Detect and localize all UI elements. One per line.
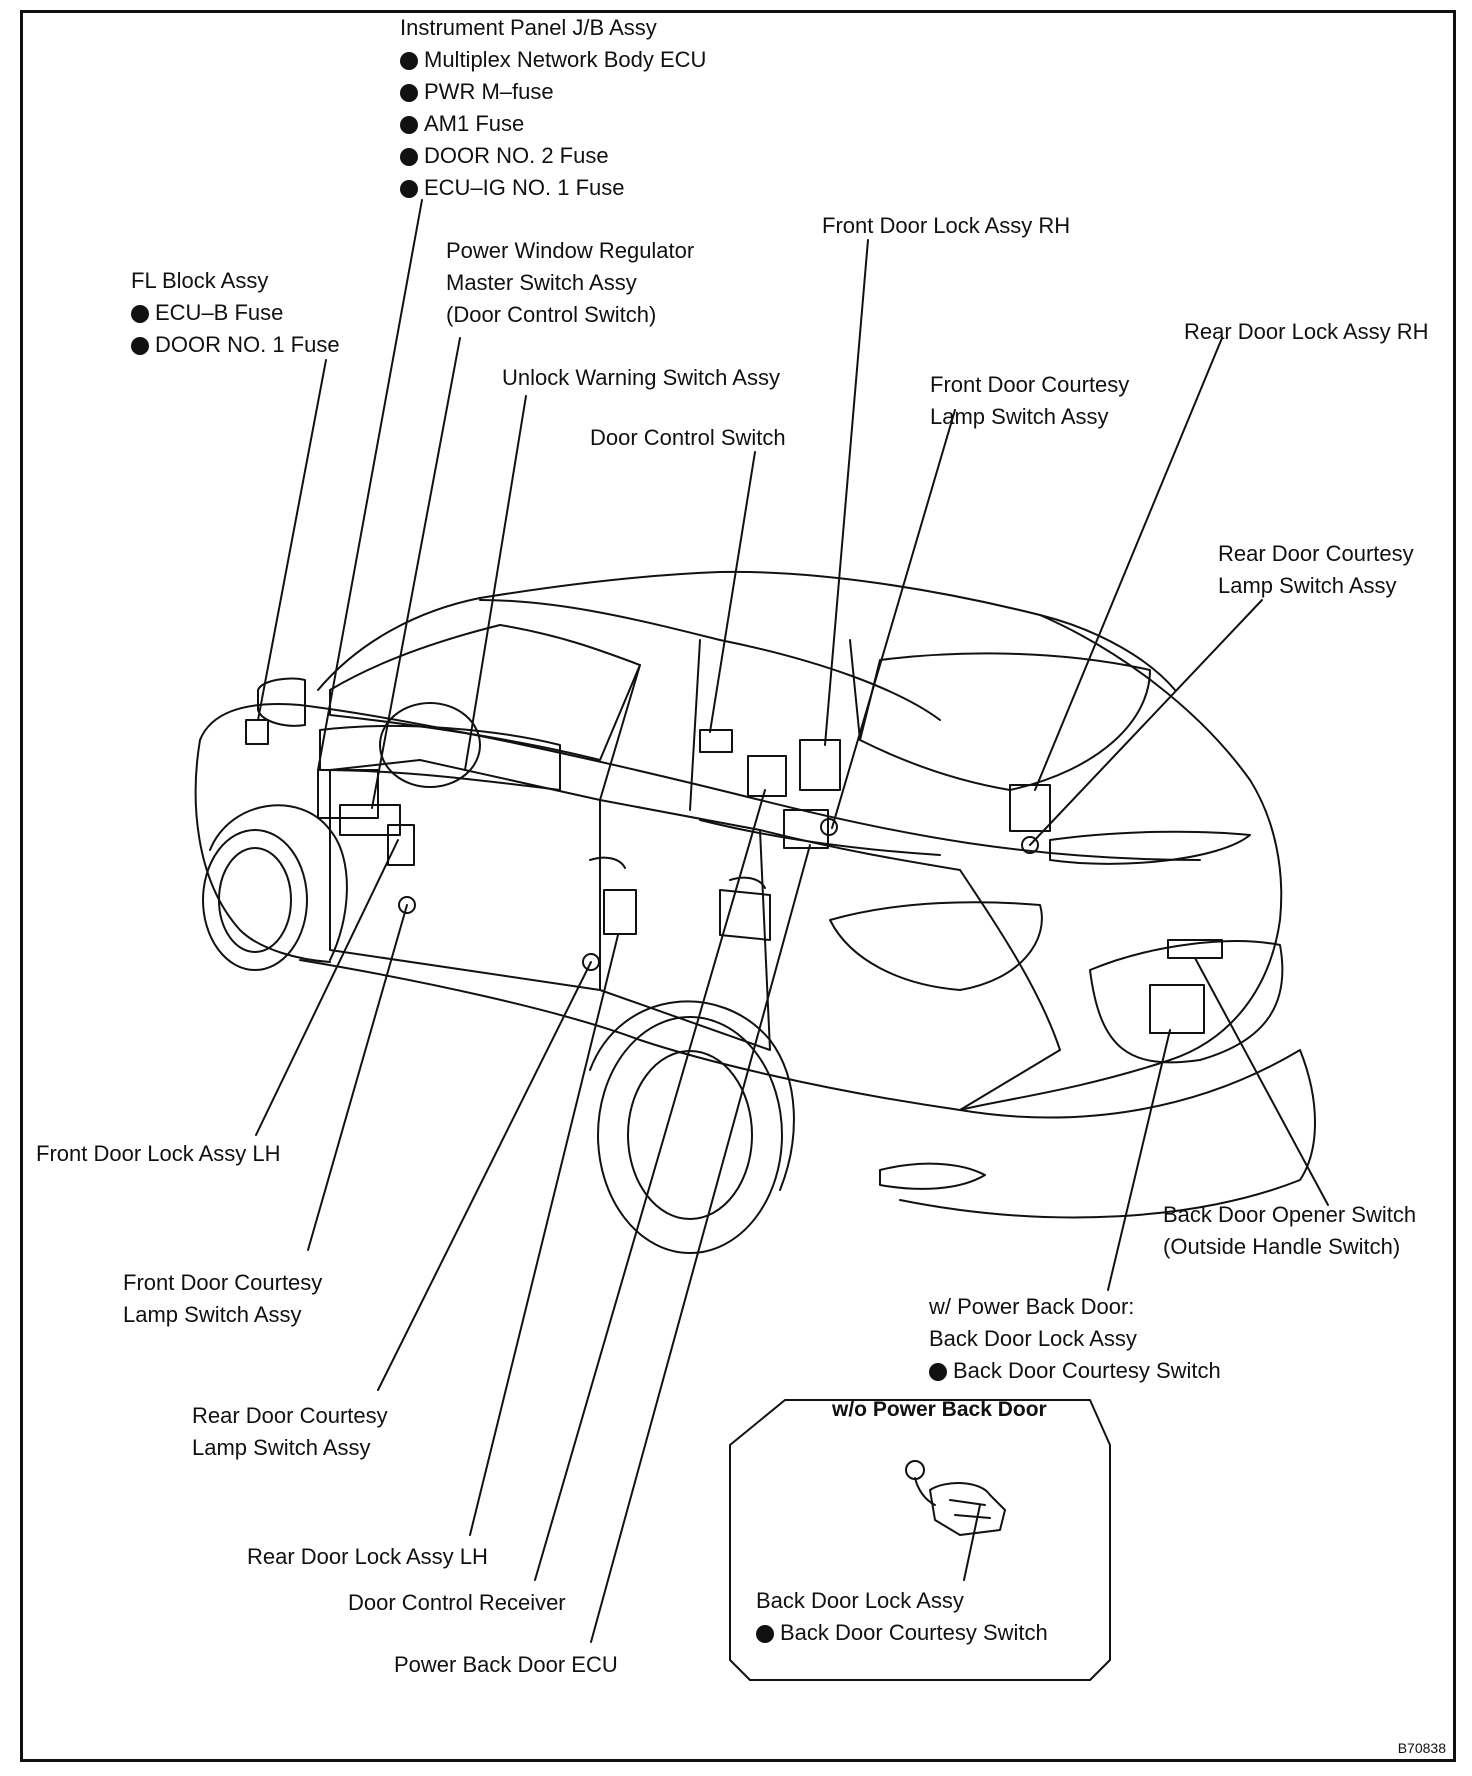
bullet-icon xyxy=(400,148,418,166)
courtesy-front-lh xyxy=(398,896,416,914)
front-courtesy-lh-label: Front Door Courtesy Lamp Switch Assy xyxy=(123,1270,323,1327)
figure-code: B70838 xyxy=(1397,1740,1446,1756)
courtesy-rear-rh xyxy=(1021,836,1039,854)
rl-lock-component xyxy=(603,889,637,935)
instrument-panel-item: AM1 Fuse xyxy=(400,108,706,140)
inset-lock-drawing xyxy=(905,1460,1006,1536)
courtesy-front-rh xyxy=(820,818,838,836)
mirror xyxy=(257,677,306,727)
lh-lock-component xyxy=(387,824,415,866)
roof-outline xyxy=(317,570,1176,691)
bullet-icon xyxy=(400,84,418,102)
roof-rail xyxy=(479,599,941,721)
rear-courtesy-lh-label: Rear Door Courtesy Lamp Switch Assy xyxy=(192,1403,388,1460)
door-control-switch-label: Door Control Switch xyxy=(590,425,786,450)
power-back-door-item: Back Door Courtesy Switch xyxy=(929,1355,1221,1387)
front-door xyxy=(329,759,601,991)
back-lock-component xyxy=(1149,984,1205,1034)
instrument-panel-title: Instrument Panel J/B Assy xyxy=(400,15,657,40)
rear-glass xyxy=(859,652,1151,791)
windshield xyxy=(329,624,641,761)
inset-item: Back Door Courtesy Switch xyxy=(756,1617,1048,1649)
fl-block-title: FL Block Assy xyxy=(131,268,269,293)
power-back-door-ecu-label: Power Back Door ECU xyxy=(394,1652,618,1677)
fl-block-item: DOOR NO. 1 Fuse xyxy=(131,329,340,361)
fl-block-label: FL Block Assy ECU–B Fuse DOOR NO. 1 Fuse xyxy=(131,265,340,361)
cargo-floor xyxy=(699,819,941,856)
leader-lines xyxy=(255,199,1329,1643)
bullet-icon xyxy=(756,1625,774,1643)
bullet-icon xyxy=(929,1363,947,1381)
fuel-door xyxy=(719,889,771,941)
door-handle-front xyxy=(589,856,626,869)
switch-component xyxy=(699,729,733,753)
rear-bumper xyxy=(899,1049,1316,1219)
instrument-panel-item: PWR M–fuse xyxy=(400,76,706,108)
instrument-panel-label: Instrument Panel J/B Assy Multiplex Netw… xyxy=(400,12,706,204)
b-pillar xyxy=(599,639,701,811)
rear-door xyxy=(599,799,771,1051)
rear-lamp xyxy=(829,901,1043,991)
spoiler-light xyxy=(1049,830,1251,865)
master-switch-component xyxy=(339,804,401,836)
fl-block-component xyxy=(245,719,269,745)
rear-courtesy-rh-label: Rear Door Courtesy Lamp Switch Assy xyxy=(1218,541,1414,598)
rr-lock-component xyxy=(1009,784,1051,832)
instrument-panel-item: DOOR NO. 2 Fuse xyxy=(400,140,706,172)
bullet-icon xyxy=(131,305,149,323)
bullet-icon xyxy=(400,116,418,134)
inset-frame xyxy=(729,1399,1111,1681)
door-control-receiver-label: Door Control Receiver xyxy=(348,1590,566,1615)
front-door-lock-rh-label: Front Door Lock Assy RH xyxy=(822,213,1071,238)
c-pillar xyxy=(849,639,861,741)
courtesy-rear-lh xyxy=(582,953,600,971)
rear-quarter xyxy=(759,829,1061,1111)
receiver-component xyxy=(747,755,787,797)
body-side xyxy=(199,703,1201,861)
pbd-ecu-component xyxy=(783,809,829,849)
rear-hatch xyxy=(959,614,1283,1111)
instrument-panel-item: Multiplex Network Body ECU xyxy=(400,44,706,76)
power-window-label: Power Window Regulator Master Switch Ass… xyxy=(446,238,695,327)
diagram-frame xyxy=(20,10,1456,1762)
power-back-door-label: w/ Power Back Door: Back Door Lock Assy … xyxy=(929,1291,1221,1387)
door-handle-rear xyxy=(729,876,766,889)
dashboard xyxy=(319,725,561,791)
front-door-lock-lh-label: Front Door Lock Assy LH xyxy=(36,1141,281,1166)
bullet-icon xyxy=(400,180,418,198)
instrument-panel-item: ECU–IG NO. 1 Fuse xyxy=(400,172,706,204)
unlock-warning-label: Unlock Warning Switch Assy xyxy=(502,365,780,390)
ecu-component xyxy=(317,769,379,819)
rear-door-lock-rh-label: Rear Door Lock Assy RH xyxy=(1184,319,1429,344)
back-door-opener-label: Back Door Opener Switch (Outside Handle … xyxy=(1163,1202,1417,1259)
front-fascia xyxy=(194,739,331,963)
rear-wheel-arch xyxy=(589,1000,795,1191)
rear-wheel xyxy=(597,1016,783,1254)
rear-door-lock-lh-label: Rear Door Lock Assy LH xyxy=(247,1544,488,1569)
front-wheel xyxy=(202,829,308,971)
inset-label: Back Door Lock Assy Back Door Courtesy S… xyxy=(756,1585,1048,1649)
steering-wheel xyxy=(379,702,481,788)
fl-block-item: ECU–B Fuse xyxy=(131,297,340,329)
license-recess xyxy=(1089,940,1284,1064)
rh-lock-component xyxy=(799,739,841,791)
front-courtesy-rh-label: Front Door Courtesy Lamp Switch Assy xyxy=(930,372,1130,429)
rocker xyxy=(299,959,961,1111)
inset-title: w/o Power Back Door xyxy=(832,1398,1047,1421)
reflector xyxy=(879,1162,986,1190)
bullet-icon xyxy=(400,52,418,70)
bullet-icon xyxy=(131,337,149,355)
